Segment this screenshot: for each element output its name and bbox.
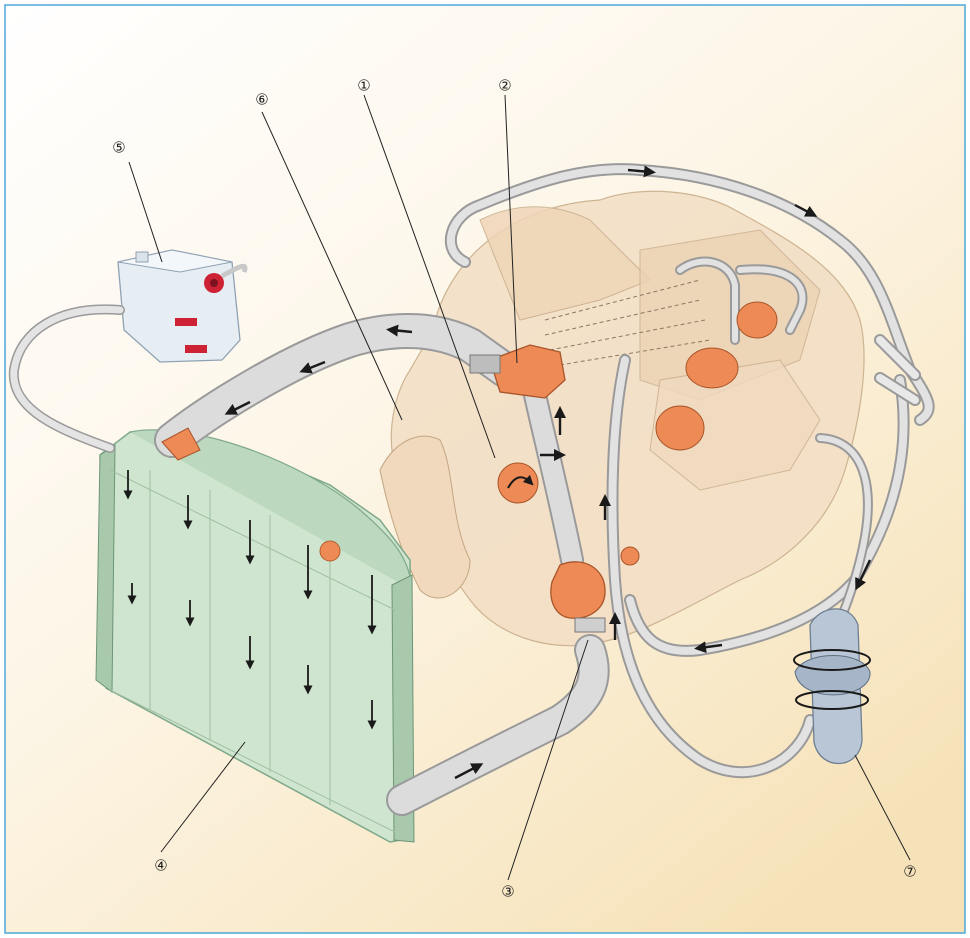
callout-4: ④ [154, 858, 167, 875]
callout-3: ③ [501, 884, 514, 901]
callout-7: ⑦ [903, 864, 916, 881]
callout-5: ⑤ [112, 140, 125, 157]
callout-1: ① [357, 78, 370, 95]
tank-cap [204, 273, 224, 293]
callout-2: ② [498, 78, 511, 95]
callout-6: ⑥ [255, 92, 268, 109]
